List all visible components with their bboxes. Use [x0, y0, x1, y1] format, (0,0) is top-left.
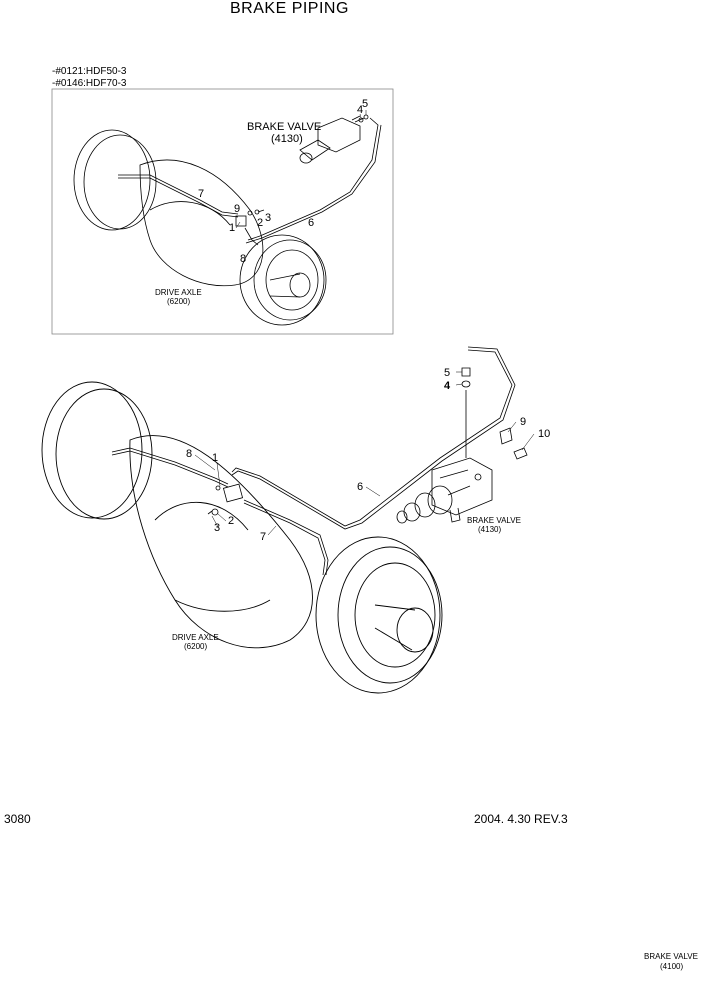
inset-callout-3: 3	[265, 212, 271, 224]
inset-callout-4: 4	[357, 104, 363, 116]
inset-callout-9: 9	[234, 203, 240, 215]
serial-range-hdf70: -#0146:HDF70-3	[52, 78, 127, 89]
main-callout-2: 2	[228, 515, 234, 527]
inset-drive-axle	[73, 129, 327, 326]
main-drive-axle	[41, 381, 443, 694]
inset-frame	[51, 88, 394, 335]
footer-part-name: BRAKE VALVE	[644, 952, 698, 961]
main-leader-lines	[194, 371, 535, 536]
main-callout-7: 7	[260, 531, 266, 543]
main-callout-4: 4	[444, 380, 451, 392]
main-labels: BRAKE VALVE (4130) DRIVE AXLE (6200) 5 4…	[172, 367, 550, 651]
inset-callout-5: 5	[362, 98, 368, 110]
inset-brake-pipes	[118, 117, 382, 246]
main-callout-1: 1	[212, 452, 218, 464]
inset-drive-axle-name: DRIVE AXLE	[155, 288, 202, 297]
main-callout-9: 9	[520, 416, 526, 428]
inset-callout-7: 7	[198, 188, 204, 200]
inset-callout-6: 6	[308, 217, 314, 229]
inset-callout-1: 1	[229, 222, 235, 234]
serial-range-hdf50: -#0121:HDF50-3	[52, 66, 127, 77]
inset-drive-axle-code: (6200)	[167, 297, 190, 306]
page-title: BRAKE PIPING	[230, 0, 349, 17]
revision-date: 2004. 4.30 REV.3	[474, 812, 568, 826]
main-fittings	[207, 367, 528, 516]
main-brake-pipes	[111, 346, 516, 576]
main-callout-10: 10	[538, 428, 550, 440]
main-brake-valve-code: (4130)	[478, 525, 501, 534]
inset-brake-valve-name: BRAKE VALVE	[247, 121, 321, 133]
main-callout-3: 3	[214, 522, 220, 534]
inset-brake-valve-code: (4130)	[271, 133, 303, 145]
inset-leader-lines	[235, 110, 367, 229]
inset-callout-2: 2	[257, 217, 263, 229]
page-number: 3080	[4, 812, 31, 826]
inset-labels: BRAKE VALVE (4130) DRIVE AXLE (6200) 4 5…	[155, 98, 368, 306]
main-callout-6: 6	[357, 481, 363, 493]
main-brake-valve-drawing	[396, 457, 493, 524]
main-drive-axle-code: (6200)	[184, 642, 207, 651]
main-brake-valve-name: BRAKE VALVE	[467, 516, 521, 525]
footer-part-code: (4100)	[660, 962, 684, 971]
inset-callout-8: 8	[240, 253, 246, 265]
main-drive-axle-name: DRIVE AXLE	[172, 633, 219, 642]
inset-tee-fitting	[235, 209, 265, 227]
main-callout-8: 8	[186, 448, 192, 460]
main-callout-5: 5	[444, 367, 450, 379]
